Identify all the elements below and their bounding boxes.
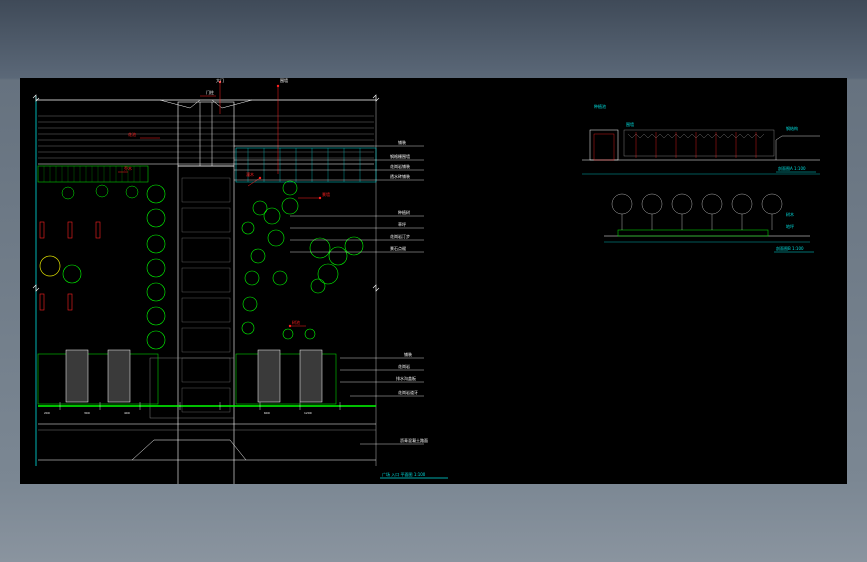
- feature-tree: [39, 255, 61, 277]
- red-label: 灌木: [246, 171, 254, 177]
- red-label: 乔木: [124, 165, 132, 171]
- edge-profile: [775, 135, 820, 160]
- callout-label: 景石点缀: [390, 245, 406, 251]
- section-label: 树木: [786, 211, 794, 217]
- gate-canopy: [211, 99, 253, 109]
- callout-label: 花岗岩: [398, 363, 410, 369]
- dimension-text: 1200: [304, 411, 312, 415]
- fence-right: [235, 147, 377, 183]
- red-leaders: [118, 82, 320, 327]
- dimension-text: 300: [84, 411, 90, 415]
- break-mark: [372, 284, 380, 292]
- red-labels: 花池 乔木 景墙 树池 灌木: [124, 131, 330, 325]
- central-walkway: [177, 165, 235, 484]
- callout-label: 花岗岩铺装: [390, 163, 410, 169]
- callout-label: 沥青混凝土路面: [400, 437, 428, 443]
- top-label: 门柱: [206, 89, 214, 95]
- right-callout-labels: 铺装 钢格栅围墙 花岗岩铺装 透水砖铺装 种植树 草坪 花岗岩汀步 景石点缀 铺…: [390, 139, 428, 443]
- gate-post: [589, 129, 619, 161]
- callout-label: 排水沟盖板: [396, 375, 416, 381]
- callout-label: 花岗岩道牙: [398, 389, 418, 395]
- top-label: 大门: [216, 78, 224, 83]
- red-dots: [218, 80, 322, 328]
- callout-label: 铺装: [404, 351, 412, 357]
- fence-left-hatch: [43, 166, 141, 182]
- section-title: 剖面图B 1:100: [776, 245, 804, 251]
- callout-label: 花岗岩汀步: [390, 233, 410, 239]
- section-view-1: 钢结构 围墙 种植池 剖面图A 1:100: [582, 103, 820, 175]
- trees: [611, 193, 783, 230]
- callout-label: 钢格栅围墙: [390, 153, 410, 159]
- callout-label: 透水砖铺装: [390, 173, 410, 179]
- break-mark: [32, 94, 40, 102]
- callout-label: 种植树: [398, 209, 410, 215]
- red-label: 花池: [128, 131, 136, 137]
- top-labels: 大门 围墙 门柱: [206, 78, 288, 95]
- small-trees: [61, 184, 139, 200]
- break-mark: [372, 94, 380, 102]
- red-label: 树池: [292, 319, 300, 325]
- dimension-text: 200: [44, 411, 50, 415]
- dimension-texts: 200 300 400 600 1200: [44, 411, 312, 415]
- planter-bed: [617, 229, 769, 237]
- tree-column-left: [146, 184, 166, 350]
- fence-posts: [635, 132, 757, 158]
- wall-left: [37, 353, 159, 405]
- walkway-paving: [181, 177, 231, 413]
- cad-model-space[interactable]: 铺装 钢格栅围墙 花岗岩铺装 透水砖铺装 种植树 草坪 花岗岩汀步 景石点缀 铺…: [20, 78, 847, 484]
- gate-post-inner: [593, 133, 615, 161]
- section-title: 剖面图A 1:100: [778, 165, 806, 171]
- dimension-text: 600: [264, 411, 270, 415]
- cad-drawing[interactable]: 铺装 钢格栅围墙 花岗岩铺装 透水砖铺装 种植树 草坪 花岗岩汀步 景石点缀 铺…: [20, 78, 847, 484]
- red-label: 景墙: [322, 191, 330, 197]
- top-label: 围墙: [280, 78, 288, 83]
- dimension-text: 400: [124, 411, 130, 415]
- right-callout-lines: [234, 145, 424, 445]
- break-mark: [32, 284, 40, 292]
- section-label: 种植池: [594, 103, 606, 109]
- shrub-clusters: [241, 180, 364, 340]
- section-label: 地坪: [786, 223, 794, 229]
- entry-plaza: [149, 357, 235, 419]
- wall-right: [235, 353, 337, 405]
- plan-title: 广场 入口 平面图 1:100: [382, 471, 426, 477]
- red-planters: [39, 221, 101, 311]
- fence-left: [37, 165, 149, 183]
- section-label: 钢结构: [786, 125, 798, 131]
- gate-canopy: [159, 99, 201, 109]
- callout-label: 铺装: [398, 139, 406, 145]
- callout-label: 草坪: [398, 221, 406, 227]
- ramp: [131, 439, 247, 461]
- section-label: 围墙: [626, 121, 634, 127]
- plan-view: 铺装 钢格栅围墙 花岗岩铺装 透水砖铺装 种植树 草坪 花岗岩汀步 景石点缀 铺…: [32, 78, 448, 484]
- feature-tree: [62, 264, 82, 284]
- section-view-2: 树木 地坪 剖面图B 1:100: [604, 193, 814, 253]
- stone-panels: [65, 349, 323, 403]
- curb-ticks: [59, 402, 341, 410]
- road-hatch: [38, 115, 374, 159]
- fence-right-posts: [247, 148, 361, 182]
- fence-section: [623, 129, 775, 157]
